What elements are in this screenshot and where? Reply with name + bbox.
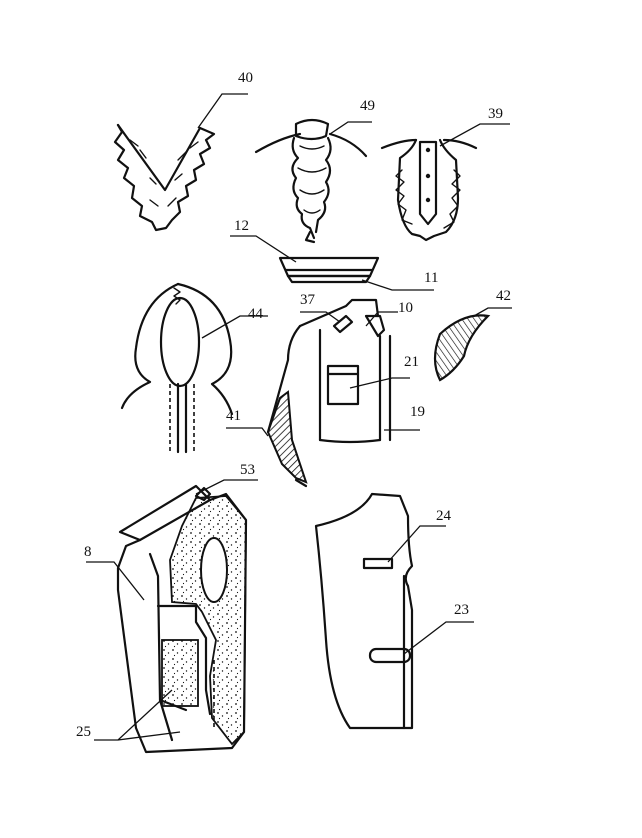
label-40: 40: [238, 70, 253, 86]
shirt-front-piece: [266, 298, 420, 488]
label-44: 44: [248, 306, 264, 322]
label-21: 21: [404, 354, 419, 370]
placket-ruffle-piece: [380, 123, 510, 242]
v-lace-front-piece: [113, 93, 248, 232]
label-24: 24: [436, 508, 452, 524]
reference-labels: 40 49 39 12 11 37 44 10 42 21 41 19 53 8…: [76, 70, 511, 740]
label-8: 8: [84, 544, 92, 560]
waistcoat-inside-piece: [86, 479, 258, 754]
hood-piece: [120, 282, 269, 454]
label-37: 37: [300, 292, 316, 308]
waistcoat-front-piece: [314, 492, 474, 730]
label-42: 42: [496, 288, 511, 304]
label-10: 10: [398, 300, 413, 316]
label-12: 12: [234, 218, 249, 234]
label-11: 11: [424, 270, 438, 286]
collar-band-piece: [230, 235, 434, 291]
label-23: 23: [454, 602, 469, 618]
label-41: 41: [226, 408, 241, 424]
label-49: 49: [360, 98, 375, 114]
jabot-ruffle-piece: [254, 118, 372, 244]
label-25: 25: [76, 724, 91, 740]
shoulder-pad-piece: [433, 307, 512, 382]
label-39: 39: [488, 106, 503, 122]
label-19: 19: [410, 404, 425, 420]
label-53: 53: [240, 462, 255, 478]
